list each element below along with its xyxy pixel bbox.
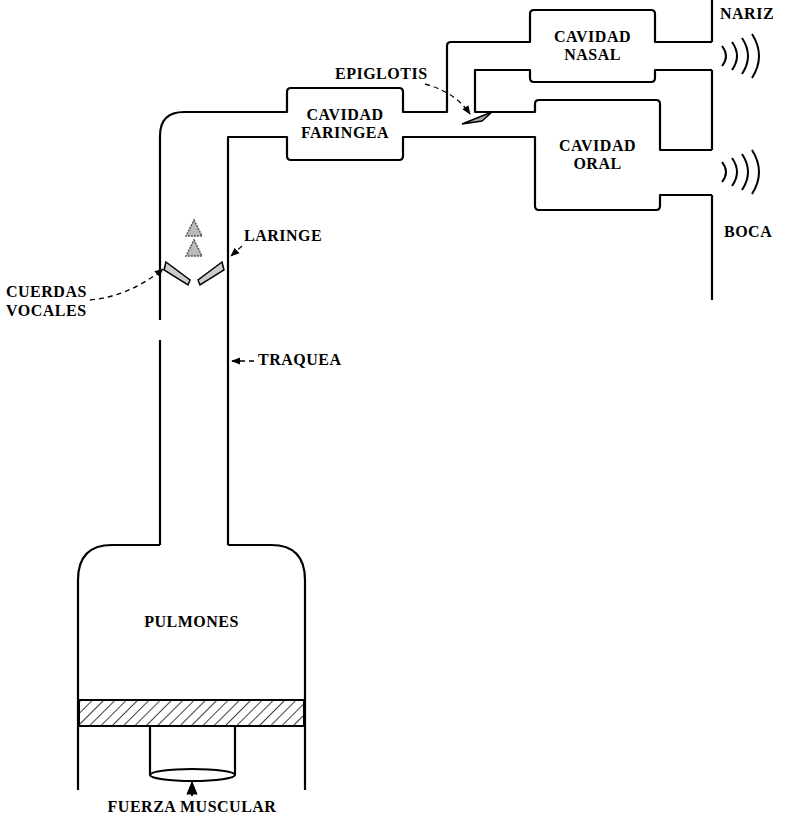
force-label: FUERZA MUSCULAR: [108, 797, 277, 816]
lungs: PULMONES: [80, 547, 303, 698]
part-label: BOCA: [724, 222, 772, 241]
part-label: TRAQUEA: [258, 350, 342, 369]
node-text: CAVIDAD FARINGEA: [293, 106, 397, 143]
node-text: CAVIDAD NASAL: [536, 28, 649, 65]
node-text: CAVIDAD ORAL: [541, 137, 654, 174]
oral-cavity: CAVIDAD ORAL: [537, 102, 658, 208]
pharyngeal-cavity: CAVIDAD FARINGEA: [289, 90, 401, 158]
node-text: PULMONES: [144, 613, 239, 631]
nasal-cavity: CAVIDAD NASAL: [532, 12, 653, 80]
part-label: CUERDAS VOCALES: [6, 282, 90, 320]
part-label: NARIZ: [720, 4, 774, 23]
part-label: EPIGLOTIS: [335, 64, 428, 83]
part-label: LARINGE: [244, 226, 322, 245]
